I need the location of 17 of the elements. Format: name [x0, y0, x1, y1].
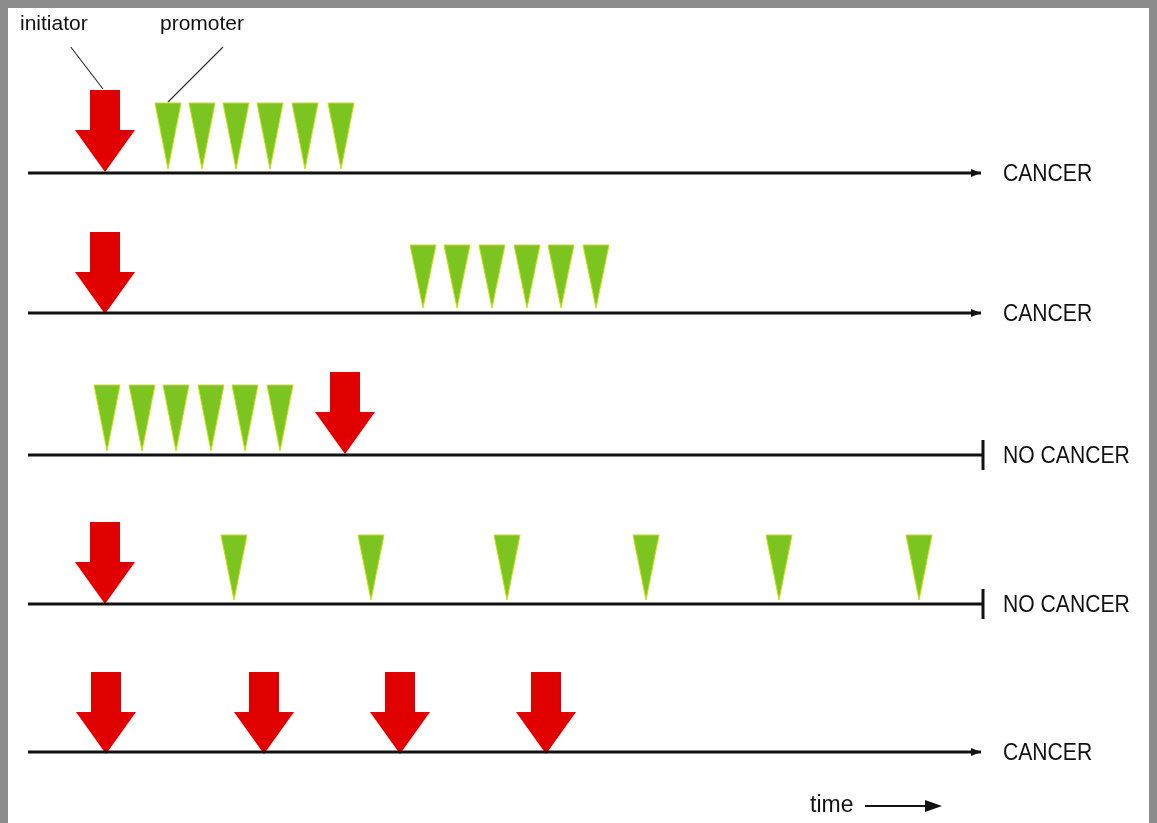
timeline-bar-end	[28, 438, 985, 472]
outcome-label: NO CANCER	[1003, 592, 1130, 616]
triangle-icon	[154, 102, 182, 170]
leader-line	[70, 46, 104, 90]
down-arrow-icon	[75, 90, 135, 172]
outcome-label: NO CANCER	[1003, 443, 1130, 467]
callout-label: initiator	[20, 12, 88, 33]
leader-line	[167, 46, 224, 103]
timeline-bar-end	[28, 587, 985, 621]
outcome-label: CANCER	[1003, 301, 1093, 325]
outcome-label: CANCER	[1003, 740, 1093, 764]
timeline-arrow	[28, 169, 981, 177]
timeline-arrow	[28, 309, 981, 317]
callout-label: promoter	[160, 12, 245, 33]
outcome-label: CANCER	[1003, 161, 1093, 185]
axis-label: time	[810, 793, 854, 816]
timeline-arrow	[28, 748, 981, 756]
